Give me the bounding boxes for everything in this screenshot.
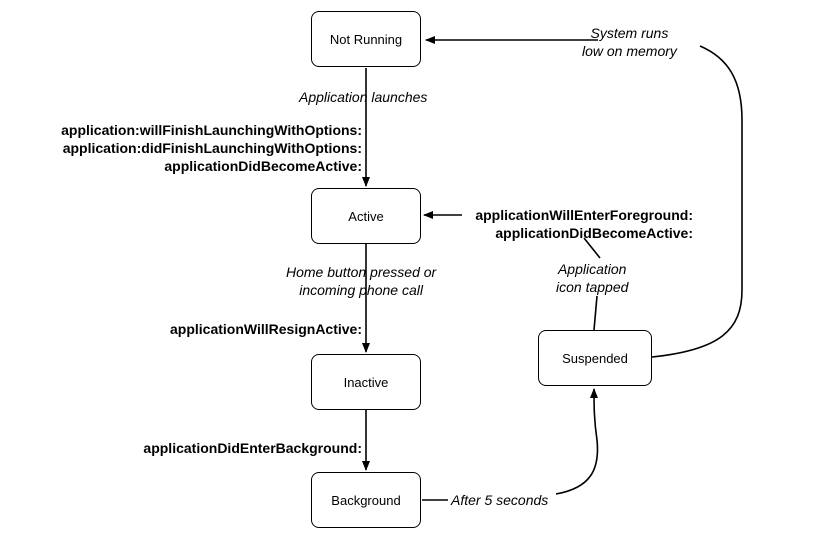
label-home-pressed: Home button pressed or incoming phone ca…	[286, 263, 436, 299]
icon-tapped-line2: icon tapped	[556, 279, 629, 295]
label-app-launches: Application launches	[299, 89, 428, 105]
arrow-icon-tapped	[593, 295, 598, 331]
label-after-5s: After 5 seconds	[451, 492, 549, 508]
callback-did-finish: application:didFinishLaunchingWithOption…	[62, 140, 362, 156]
arrow-after-5s	[422, 389, 598, 501]
state-active: Active	[311, 188, 421, 244]
label-launch-callbacks: application:willFinishLaunchingWithOptio…	[61, 121, 362, 175]
low-memory-line2: low on memory	[582, 43, 677, 59]
callback-did-become-active-fg: applicationDidBecomeActive:	[495, 225, 693, 241]
state-suspended: Suspended	[538, 330, 652, 386]
low-memory-line1: System runs	[590, 25, 669, 41]
label-did-enter-background: applicationDidEnterBackground:	[143, 440, 362, 456]
callback-will-enter-foreground: applicationWillEnterForeground:	[475, 207, 693, 223]
state-background: Background	[311, 472, 421, 528]
home-pressed-line2: incoming phone call	[299, 282, 423, 298]
label-icon-tapped: Application icon tapped	[556, 260, 628, 296]
label-low-memory: System runs low on memory	[582, 24, 677, 60]
label-will-resign: applicationWillResignActive:	[169, 321, 362, 337]
arrow-icon-tapped-upper	[583, 237, 601, 259]
icon-tapped-line1: Application	[557, 261, 627, 277]
state-inactive: Inactive	[311, 354, 421, 410]
callback-did-become-active: applicationDidBecomeActive:	[164, 158, 362, 174]
arrow-low-memory	[651, 45, 743, 358]
label-foreground-callbacks: applicationWillEnterForeground: applicat…	[475, 206, 693, 242]
callback-will-finish: application:willFinishLaunchingWithOptio…	[61, 122, 362, 138]
state-not-running: Not Running	[311, 11, 421, 67]
home-pressed-line1: Home button pressed or	[286, 264, 437, 280]
